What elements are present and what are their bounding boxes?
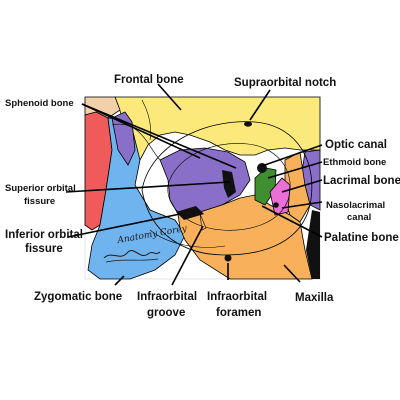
palatine-opening xyxy=(273,202,279,208)
label-supraorbital-notch: Supraorbital notch xyxy=(234,77,336,89)
ethmoid-bone-leader xyxy=(267,161,323,179)
label-infraorbital-foramen-line1: Infraorbital xyxy=(207,291,267,303)
right-dark-band xyxy=(306,210,320,279)
zygomatic-bone-region xyxy=(87,117,186,280)
nasolacrimal-canal-leader xyxy=(281,201,323,209)
sphenoid-curve xyxy=(111,123,161,161)
label-sphenoid-bone: Sphenoid bone xyxy=(5,98,74,109)
label-optic-canal: Optic canal xyxy=(325,139,387,151)
infraorbital-foramen-opening xyxy=(224,254,232,262)
label-ethmoid-bone: Ethmoid bone xyxy=(323,157,386,168)
arch-curve xyxy=(141,99,152,141)
label-zygomatic-bone: Zygomatic bone xyxy=(34,291,122,303)
superior-orbital-fissure-opening xyxy=(222,170,236,198)
label-inferior-orbital-fissure-line1: Inferior orbital xyxy=(5,229,83,241)
label-infraorbital-groove-line2: groove xyxy=(147,307,185,319)
label-superior-orbital-fissure-line1: Superior orbital xyxy=(5,183,76,194)
label-nasolacrimal-canal-line2: canal xyxy=(347,212,371,223)
supraorbital-notch-leader xyxy=(249,89,271,121)
label-maxilla: Maxilla xyxy=(295,292,334,304)
label-inferior-orbital-fissure-line2: fissure xyxy=(25,243,63,255)
orbit-inner-outline xyxy=(167,143,291,231)
superior-orbital-fissure-leader xyxy=(65,181,231,193)
optic-canal-leader xyxy=(261,144,323,167)
zygomatic-curve xyxy=(149,229,226,248)
inferior-orbital-fissure-leader xyxy=(67,213,181,238)
zygomatic-bone-leader xyxy=(114,275,125,286)
label-superior-orbital-fissure-line2: fissure xyxy=(24,196,55,207)
infraorbital-groove-marker xyxy=(199,213,207,231)
label-nasolacrimal-canal-line1: Nasolacrimal xyxy=(326,200,385,211)
lacrimal-bone-leader xyxy=(281,179,323,193)
sphenoid-bone-leader-2 xyxy=(81,103,237,169)
label-palatine-bone: Palatine bone xyxy=(324,232,399,244)
label-infraorbital-foramen-line2: foramen xyxy=(216,307,261,319)
infraorbital-groove-leader xyxy=(171,225,204,286)
label-frontal-bone: Frontal bone xyxy=(114,74,184,86)
label-lacrimal-bone: Lacrimal bone xyxy=(323,175,400,187)
label-infraorbital-groove-line1: Infraorbital xyxy=(137,291,197,303)
maxilla-leader xyxy=(283,264,301,283)
frontal-bone-leader xyxy=(157,83,182,111)
palatine-bone-leader xyxy=(261,205,323,238)
supraorbital-notch-opening xyxy=(244,121,252,127)
